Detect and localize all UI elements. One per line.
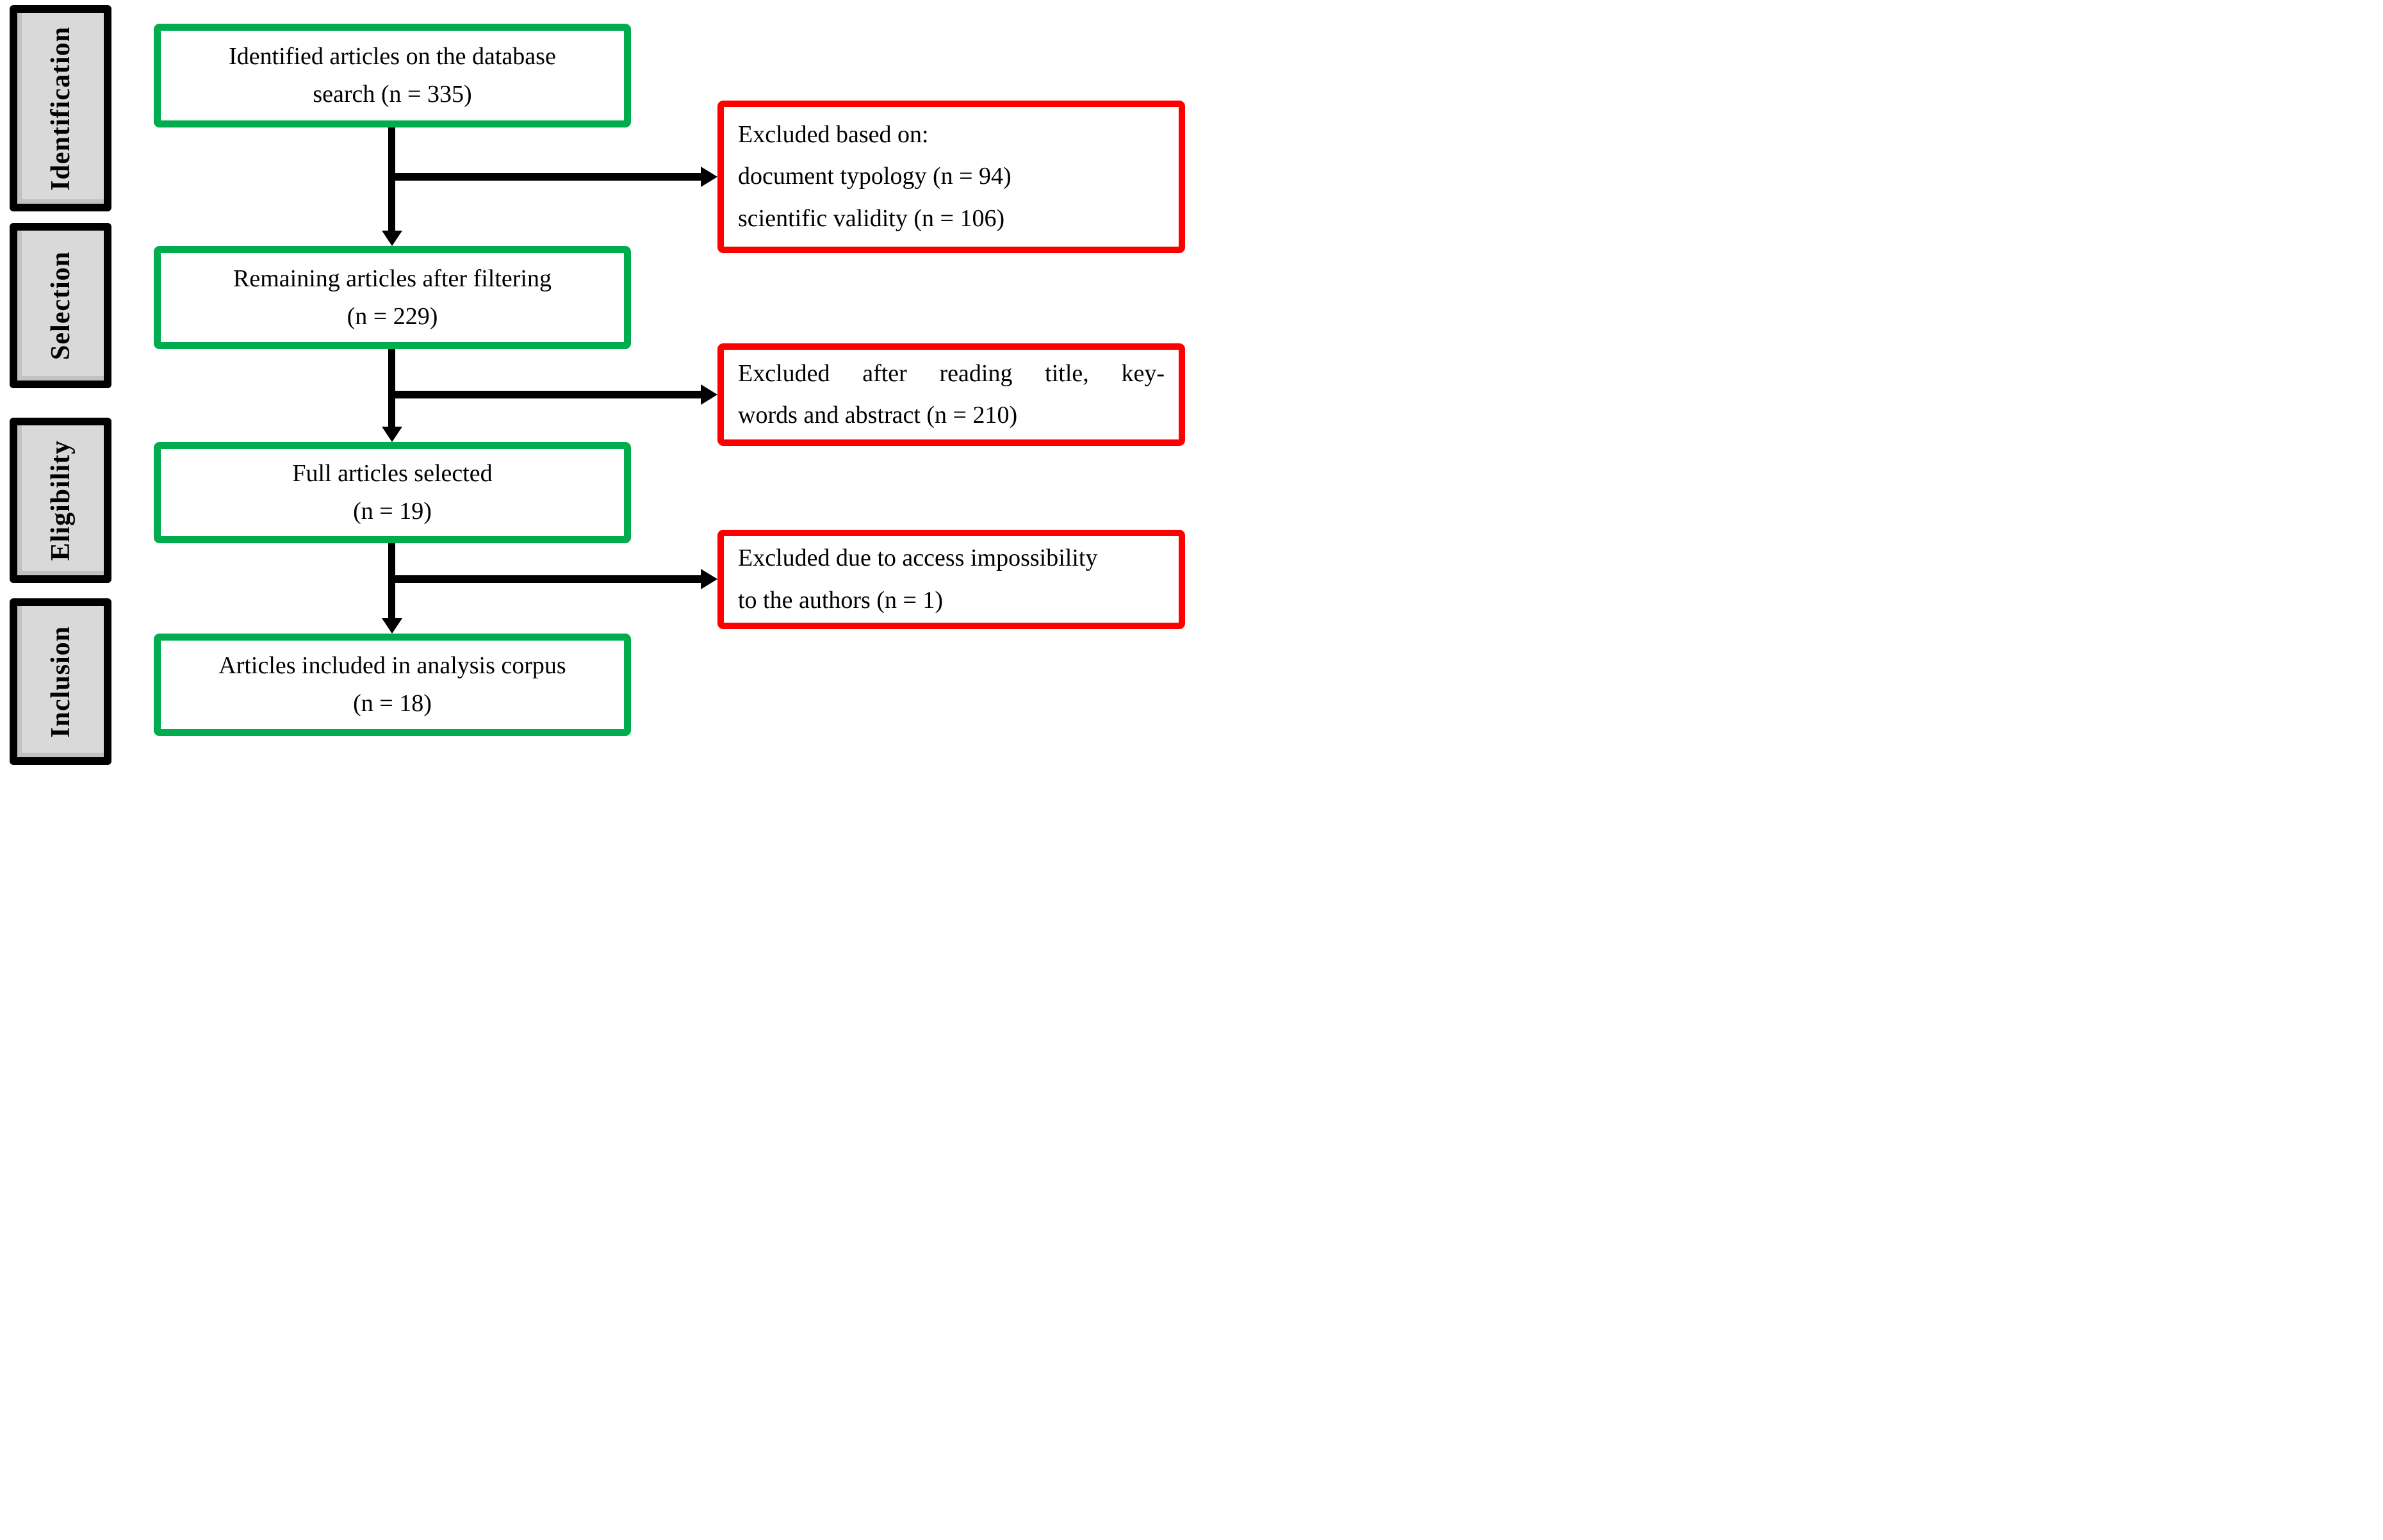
flow-box-text-line: Full articles selected [292,460,493,487]
flow-box-included-corpus: Articles included in analysis corpus (n … [154,634,631,736]
flow-box-after-filtering: Remaining articles after filtering (n = … [154,246,631,349]
arrow-right-icon [701,384,717,405]
branch-arrow-3-line [388,575,701,583]
flow-box-text-line: (n = 229) [347,302,438,330]
flow-box-text-line: search (n = 335) [313,81,472,108]
exclusion-box-title-keywords-abstract: Excluded after reading title, key- words… [717,343,1185,446]
exclusion-box-access-impossibility: Excluded due to access impossibility to … [717,530,1185,629]
exclusion-box-text-line: Excluded after reading title, key- [738,359,1165,387]
stage-box-inclusion: Inclusion [10,598,111,765]
flow-box-text-line: Articles included in analysis corpus [218,652,566,680]
flow-arrow-2-line [388,349,395,427]
flow-box-text-line: Remaining articles after filtering [233,265,552,292]
arrow-down-icon [382,231,402,246]
flow-box-database-search: Identified articles on the database sear… [154,24,631,127]
branch-arrow-2-line [388,391,701,398]
stage-label-selection: Selection [45,251,76,360]
stage-box-selection: Selection [10,223,111,388]
arrow-down-icon [382,618,402,634]
exclusion-box-typology-validity: Excluded based on: document typology (n … [717,101,1185,253]
flow-box-full-articles: Full articles selected (n = 19) [154,442,631,543]
arrow-right-icon [701,167,717,187]
exclusion-box-text-line: document typology (n = 94) [738,163,1011,190]
arrow-right-icon [701,569,717,589]
flow-box-text-line: Identified articles on the database [229,43,556,70]
prisma-flow-diagram: Identification Selection Eligibility Inc… [0,0,1192,770]
stage-label-inclusion: Inclusion [45,625,76,738]
exclusion-box-text-line: Excluded based on: [738,120,929,148]
stage-box-eligibility: Eligibility [10,418,111,583]
flow-box-text-line: (n = 19) [353,498,432,525]
arrow-down-icon [382,427,402,442]
exclusion-box-text-line: Excluded due to access impossibility [738,545,1098,572]
stage-box-identification: Identification [10,5,111,211]
exclusion-box-text-line: words and abstract (n = 210) [738,402,1018,429]
exclusion-box-text-line: scientific validity (n = 106) [738,204,1005,232]
branch-arrow-1-line [388,173,701,181]
exclusion-box-text-line: to the authors (n = 1) [738,586,944,614]
stage-label-identification: Identification [45,26,76,191]
flow-box-text-line: (n = 18) [353,690,432,717]
stage-label-eligibility: Eligibility [45,439,76,561]
